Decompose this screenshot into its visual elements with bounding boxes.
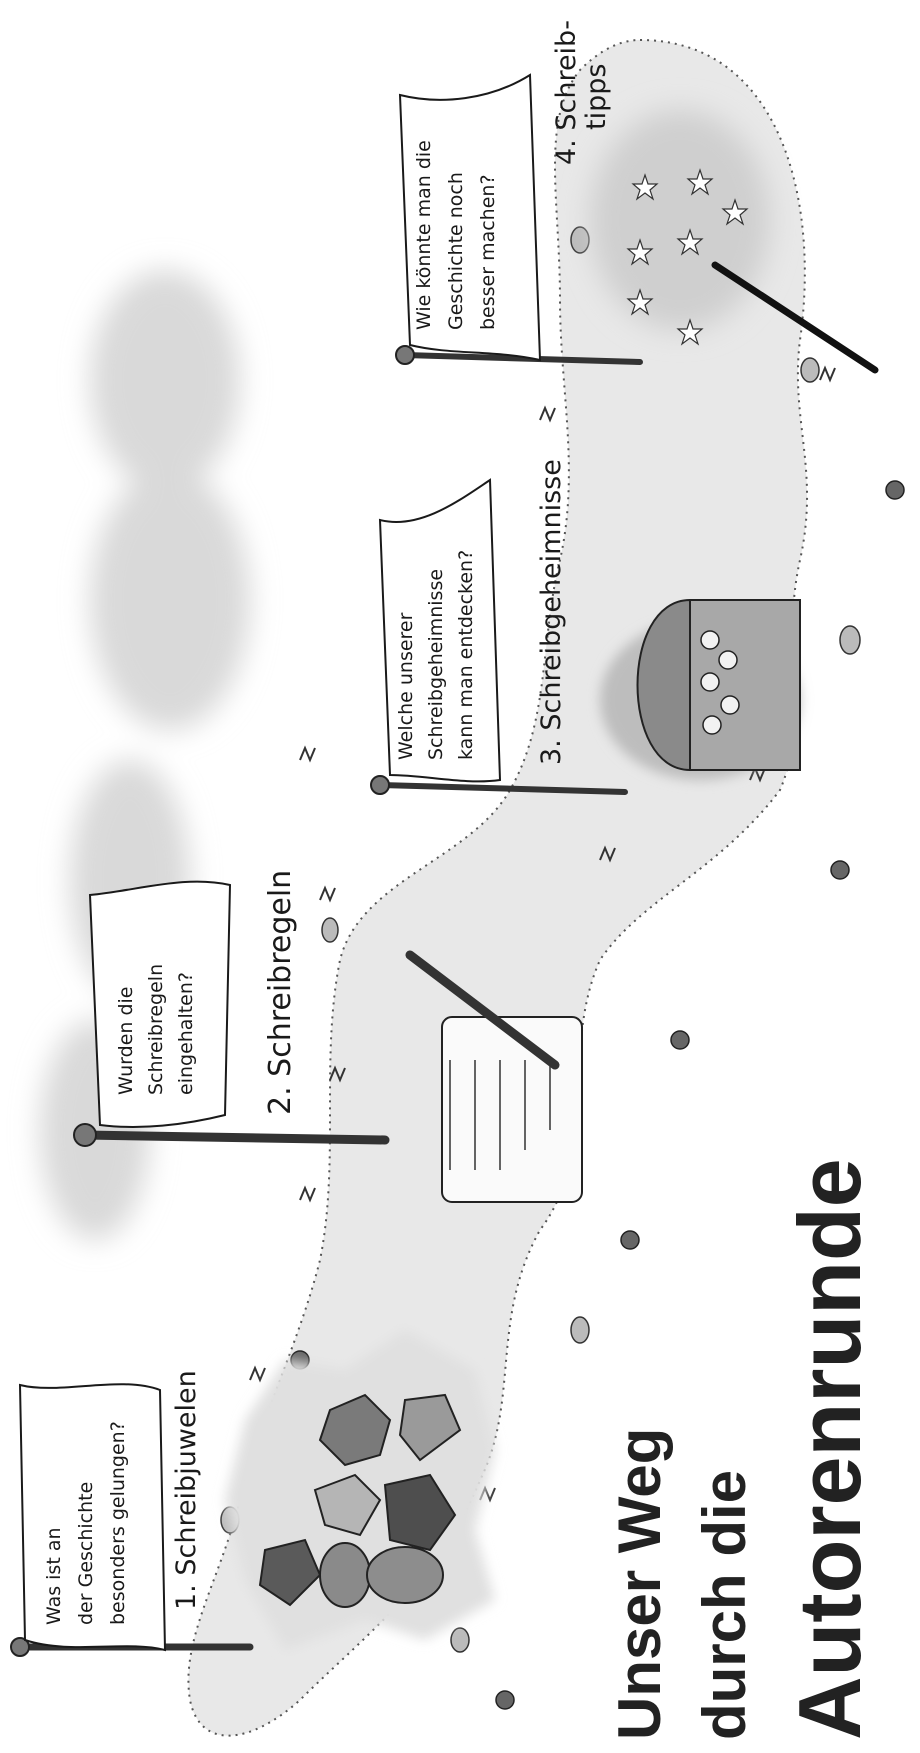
grass-tuft	[320, 888, 335, 900]
question-line: besonders gelungen?	[107, 1421, 129, 1625]
gem	[367, 1547, 443, 1603]
grass-tuft	[540, 408, 555, 420]
grass-tuft	[820, 368, 835, 380]
coin	[703, 716, 721, 734]
grass-tuft	[250, 1368, 265, 1380]
pebble	[801, 358, 819, 382]
station-label-line: 4. Schreib-	[551, 20, 582, 165]
pebble	[571, 227, 589, 253]
flagpole-knob	[74, 1124, 96, 1146]
pebble	[451, 1628, 469, 1652]
pebble	[322, 918, 338, 942]
coin	[701, 673, 719, 691]
flower	[621, 1231, 639, 1249]
poster-title: Unser Weg durch die Autorenrunde	[606, 1158, 879, 1740]
title-line-2: durch die	[691, 1470, 758, 1740]
pebble	[571, 1317, 589, 1343]
question-line: der Geschichte	[75, 1482, 97, 1625]
title-line-1: Unser Weg	[606, 1428, 673, 1740]
flagpole	[85, 1135, 385, 1140]
flagpole-knob	[396, 346, 414, 364]
grass-tuft	[300, 748, 315, 760]
station-label-line: tipps	[581, 64, 612, 130]
question-line: Schreibregeln	[145, 964, 167, 1095]
flower	[496, 1691, 514, 1709]
grass-tuft	[300, 1188, 315, 1200]
coin	[701, 631, 719, 649]
station-label: 3. Schreibgeheimnisse	[536, 459, 567, 765]
question-line: Schreibgeheimnisse	[425, 569, 447, 760]
question-line: Welche unserer	[395, 612, 417, 760]
question-line: Wurden die	[115, 987, 137, 1096]
cloud	[90, 470, 250, 730]
sparkle-glow	[590, 110, 770, 330]
question-line: Geschichte noch	[445, 172, 467, 330]
question-line: eingehalten?	[175, 972, 197, 1095]
gems-icon	[225, 1330, 495, 1650]
station-label: 1. Schreibjuwelen	[171, 1370, 202, 1610]
title-line-3: Autorenrunde	[780, 1158, 879, 1740]
coin	[721, 696, 739, 714]
coin	[719, 651, 737, 669]
scroll-paper	[442, 1017, 582, 1202]
question-line: besser machen?	[477, 174, 499, 330]
question-line: kann man entdecken?	[455, 550, 477, 760]
question-line: Was ist an	[43, 1527, 65, 1625]
pebble	[840, 626, 860, 654]
gem	[320, 1543, 370, 1607]
station-label: 2. Schreibregeln	[263, 870, 298, 1115]
flower	[671, 1031, 689, 1049]
flower	[831, 861, 849, 879]
flagpole-knob	[371, 776, 389, 794]
question-line: Wie könnte man die	[413, 140, 435, 330]
cloud	[90, 270, 240, 490]
flower	[886, 481, 904, 499]
